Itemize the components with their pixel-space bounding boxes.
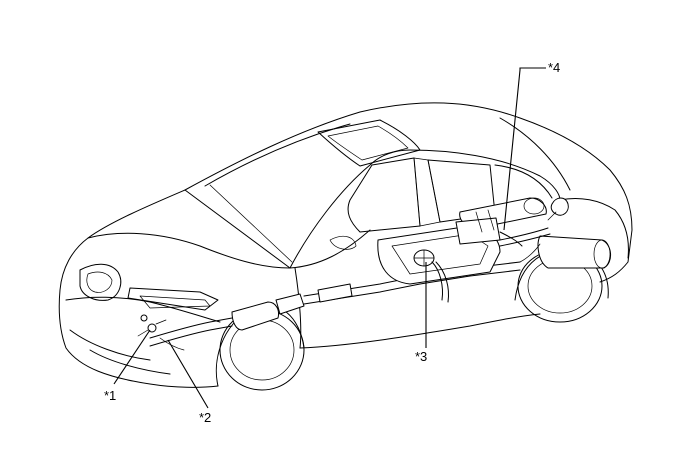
canister-assembly [455, 197, 547, 247]
callout-3: *3 [415, 349, 428, 364]
leader-2 [167, 339, 209, 409]
front-sensor-location [137, 314, 185, 351]
callout-4: *4 [548, 60, 561, 75]
callout-2: *2 [199, 410, 212, 425]
callout-1: *1 [104, 388, 117, 403]
leader-4 [503, 67, 546, 231]
leader-1 [113, 329, 151, 385]
leader-lines [113, 67, 546, 409]
